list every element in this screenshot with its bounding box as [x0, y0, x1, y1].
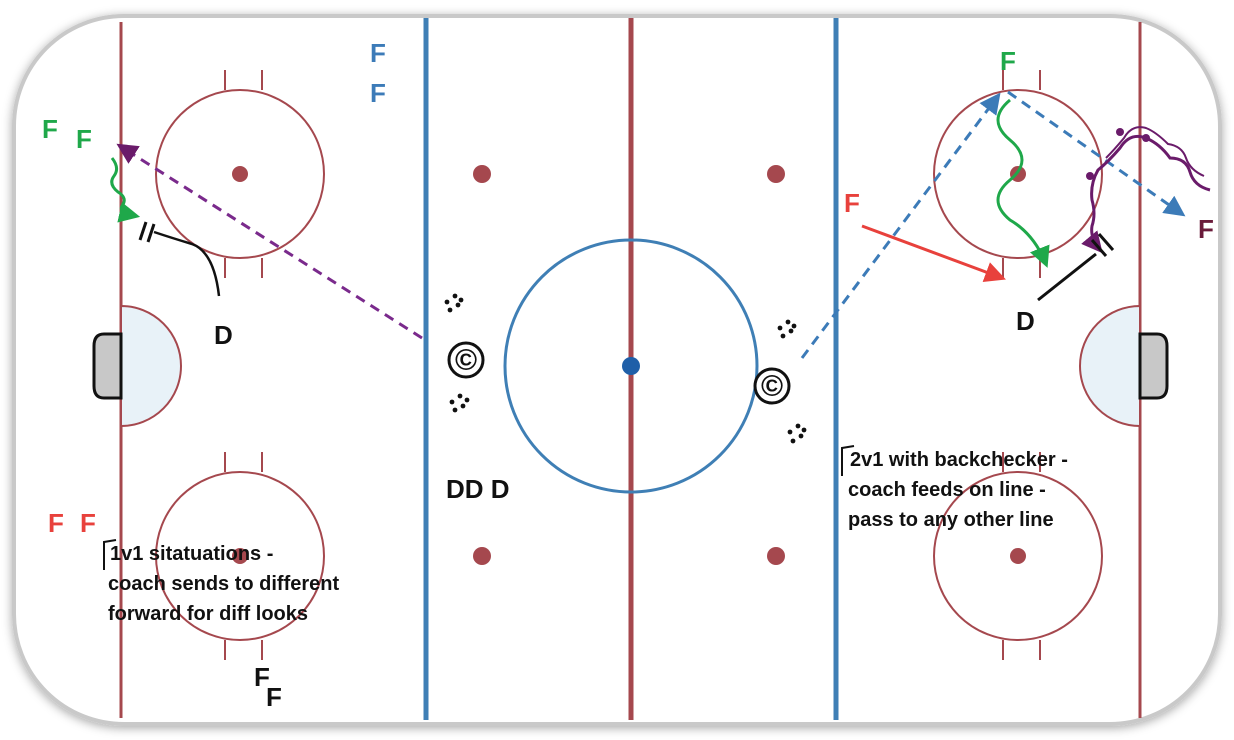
- copyright-circle-icon: ©: [761, 370, 783, 403]
- stop-mark: [146, 223, 156, 243]
- forward-marker-green: F: [1000, 46, 1016, 76]
- left-drill-note-line: 1v1 sitatuations -: [110, 543, 273, 565]
- backcheck-dot: [1142, 134, 1150, 142]
- forward-marker-green: F: [76, 124, 92, 154]
- forward-marker-green: F: [42, 114, 58, 144]
- center-faceoff-dot: [622, 357, 640, 375]
- defense-skate-left: [153, 230, 221, 297]
- center-circle: [503, 238, 759, 494]
- forward-marker-red: F: [48, 508, 64, 538]
- defense-group-marker: DD D: [446, 474, 510, 504]
- backcheck-wavy-purple-outline: [1105, 126, 1205, 177]
- neutral-dot: [767, 165, 785, 183]
- right-drill-note-line: pass to any other line: [848, 509, 1054, 531]
- note-bracket: [103, 539, 117, 570]
- skate-red-arrow: [861, 224, 1006, 282]
- forward-marker-blue: F: [370, 38, 386, 68]
- forward-marker-purple: F: [1198, 214, 1214, 244]
- left-goal-crease: [120, 304, 182, 428]
- defense-marker: D: [214, 320, 233, 350]
- faceoff-circle-left-top: [155, 70, 325, 278]
- defense-marker: D: [1016, 306, 1035, 336]
- puck-dots-icon: [777, 319, 797, 339]
- defense-stick-right: [1037, 252, 1097, 302]
- left-drill-note-line: forward for diff looks: [108, 603, 308, 625]
- stop-mark: [138, 221, 148, 241]
- puck-dots-icon: [444, 293, 464, 313]
- right-goal-net: [1138, 332, 1169, 400]
- pass-dashed-purple: [116, 143, 423, 340]
- left-drill-note-line: coach sends to different: [108, 573, 339, 595]
- forward-marker-blue: F: [370, 78, 386, 108]
- left-goal-net: [92, 332, 123, 400]
- forward-marker-red: F: [844, 188, 860, 218]
- note-bracket: [841, 445, 855, 476]
- neutral-dot: [473, 547, 491, 565]
- faceoff-circle-right-bottom: [933, 452, 1103, 660]
- skate-wavy-green-right: [996, 98, 1050, 268]
- right-drill-note-line: 2v1 with backchecker -: [850, 449, 1068, 471]
- backcheck-dot: [1116, 128, 1124, 136]
- forward-marker-black: F: [254, 662, 270, 692]
- stop-mark: [1090, 239, 1108, 257]
- puck-dots-icon: [787, 423, 807, 444]
- coach-right: ©: [753, 367, 791, 405]
- forward-marker-black: F: [266, 682, 282, 712]
- faceoff-circle-left-bottom: [155, 452, 325, 660]
- rink-boards: [12, 14, 1222, 726]
- backcheck-wavy-purple: [1081, 134, 1211, 254]
- skate-wavy-green-left: [110, 157, 141, 223]
- backcheck-dot: [1086, 172, 1094, 180]
- puck-dots-icon: [449, 393, 470, 413]
- coach-left: ©: [447, 341, 485, 379]
- neutral-dot: [473, 165, 491, 183]
- forward-marker-red: F: [80, 508, 96, 538]
- pass-dashed-blue: [800, 92, 1001, 359]
- right-goal-crease: [1079, 304, 1141, 428]
- stop-mark: [1097, 233, 1115, 251]
- pass-dashed-blue: [1007, 90, 1186, 217]
- neutral-dot: [767, 547, 785, 565]
- copyright-circle-icon: ©: [455, 344, 477, 377]
- right-drill-note-line: coach feeds on line -: [848, 479, 1046, 501]
